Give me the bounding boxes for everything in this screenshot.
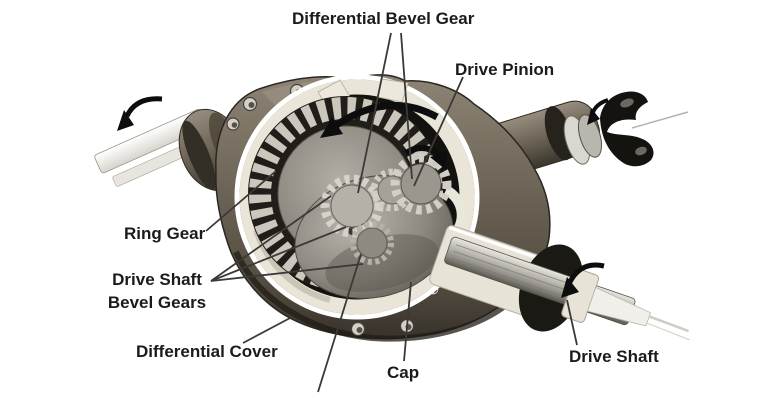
- bolt: [242, 96, 258, 112]
- left-axle-rotation-arrow-icon: [117, 96, 163, 131]
- label-drive-pinion: Drive Pinion: [455, 60, 555, 79]
- bolt: [350, 321, 366, 337]
- label-drive-shaft: Drive Shaft: [569, 347, 659, 366]
- leader-line-differential-bevel-gear-1: [357, 32, 392, 194]
- bolt: [226, 117, 240, 131]
- leader-line-differential-bevel-gear-2: [400, 32, 413, 180]
- leader-line-differential-cover: [242, 316, 293, 344]
- leader-line-differential-case: [317, 253, 362, 393]
- propeller-shaft-line: [631, 111, 689, 129]
- label-drive-shaft-bevel-gears-line1: Drive Shaft: [112, 270, 202, 289]
- yoke-rotation-arrow-icon: [587, 98, 609, 125]
- leader-line-ring-gear: [205, 170, 277, 232]
- label-cap: Cap: [387, 363, 420, 382]
- label-drive-shaft-bevel-gears: Drive Shaft Bevel Gears: [82, 268, 232, 314]
- drive-shaft-assembly: [429, 225, 690, 341]
- leader-line-bevel-gears-1: [210, 195, 332, 282]
- leader-line-bevel-gears-2: [210, 226, 347, 282]
- label-drive-shaft-bevel-gears-line2: Bevel Gears: [107, 293, 207, 312]
- label-ring-gear: Ring Gear: [124, 224, 206, 243]
- leader-lines: [205, 32, 578, 393]
- ring-gear-rotation-arrow-icon: [320, 101, 439, 138]
- leader-line-bevel-gears-3: [210, 263, 364, 282]
- leader-line-drive-pinion: [413, 76, 464, 187]
- label-differential-bevel-gear: Differential Bevel Gear: [292, 9, 475, 28]
- pinion-rotation-arrow-icon: [404, 145, 447, 170]
- leader-line-drive-shaft: [566, 299, 578, 346]
- leader-line-cap: [403, 281, 412, 362]
- label-differential-cover: Differential Cover: [136, 342, 278, 361]
- drive-shaft-rotation-arrow-icon: [561, 262, 605, 298]
- pinion-yoke: [600, 91, 654, 167]
